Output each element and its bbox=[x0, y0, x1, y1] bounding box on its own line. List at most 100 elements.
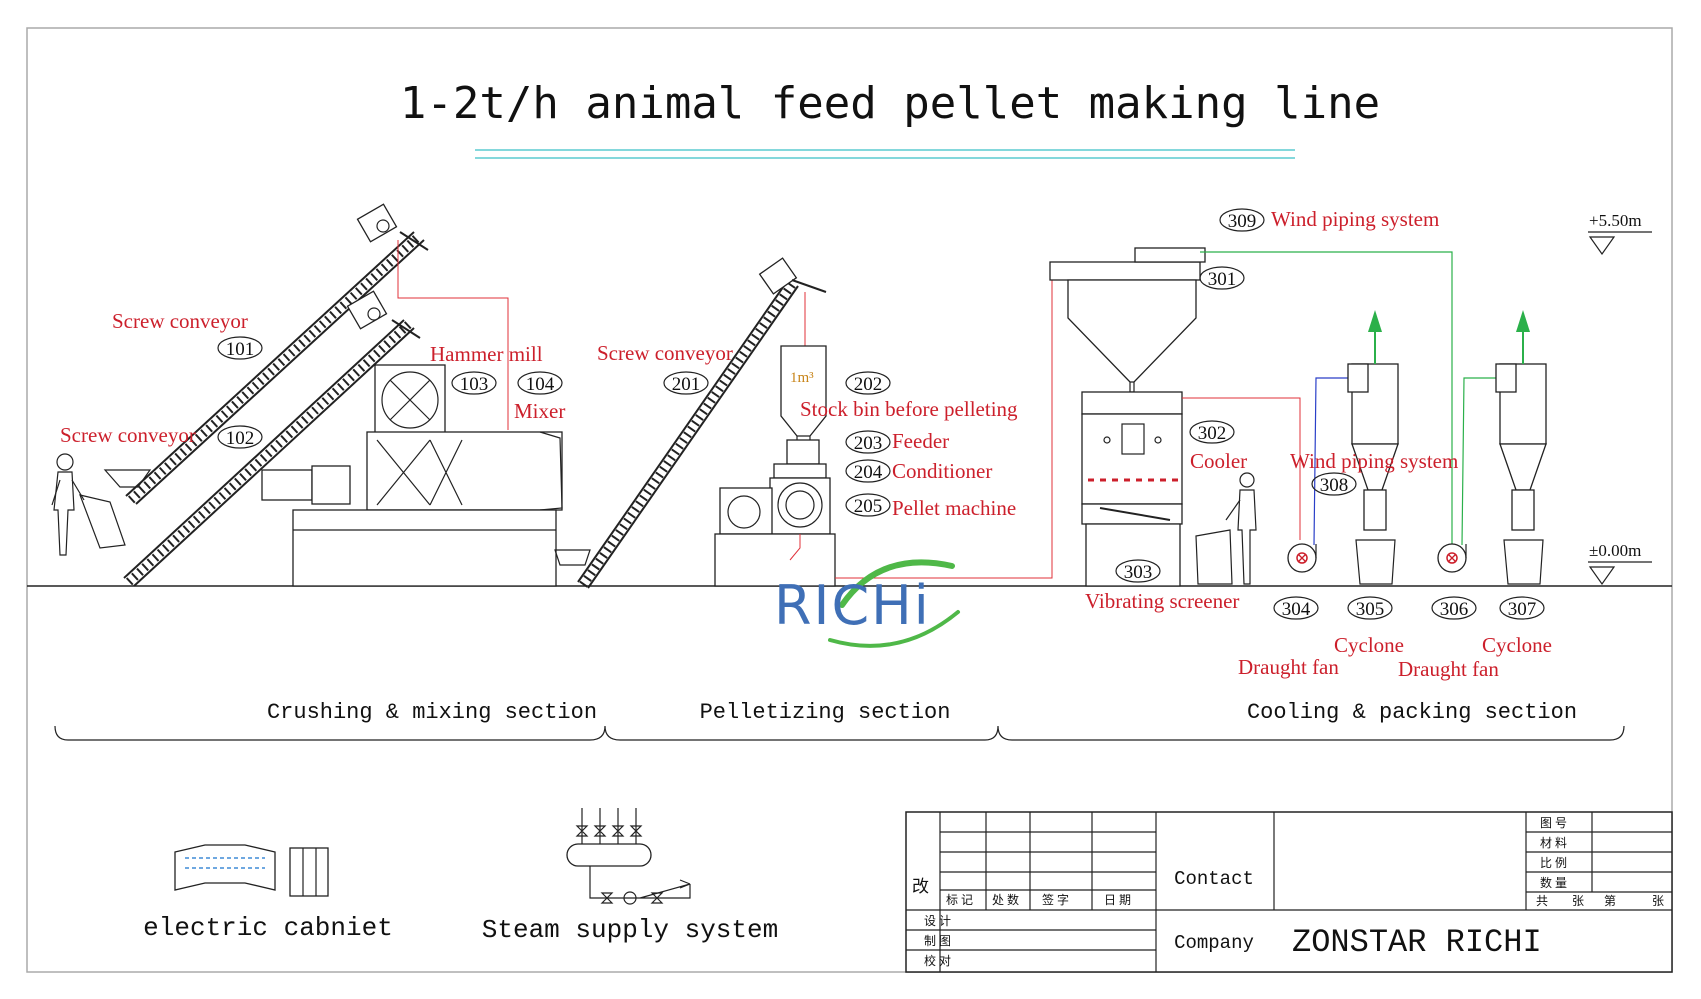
company-label: Company bbox=[1174, 932, 1254, 954]
svg-text:201: 201 bbox=[672, 374, 701, 395]
label-wind-piping-308: Wind piping system bbox=[1290, 449, 1458, 473]
bubble-103: 103 bbox=[451, 371, 497, 395]
screw-conveyor-102 bbox=[123, 290, 421, 587]
svg-text:306: 306 bbox=[1440, 599, 1469, 620]
worker-figure-right bbox=[1195, 472, 1257, 585]
svg-text:203: 203 bbox=[854, 433, 883, 454]
label-cyclone-305: Cyclone bbox=[1334, 633, 1404, 657]
conditioner-204 bbox=[773, 463, 827, 479]
legend-electric-cabinet: electric cabniet bbox=[143, 913, 393, 943]
bubble-205: 205 bbox=[845, 493, 891, 517]
bubble-303: 303 bbox=[1115, 559, 1161, 583]
label-pellet-machine: Pellet machine bbox=[892, 496, 1016, 520]
label-cyclone-307: Cyclone bbox=[1482, 633, 1552, 657]
left-row-1: 设 计 bbox=[924, 914, 951, 928]
label-hammer-mill: Hammer mill bbox=[430, 342, 543, 366]
vibrating-screener-303 bbox=[1081, 503, 1183, 587]
elevation-marker-ground: ±0.00m bbox=[1588, 541, 1652, 586]
row-header-1: 标 记 bbox=[946, 893, 973, 907]
svg-text:304: 304 bbox=[1282, 599, 1311, 620]
right-label-3: 比 例 bbox=[1540, 856, 1567, 870]
svg-text:204: 204 bbox=[854, 462, 883, 483]
row-header-4: 日 期 bbox=[1104, 893, 1131, 907]
label-stock-bin: Stock bin before pelleting bbox=[800, 397, 1018, 421]
exhaust-arrow-307 bbox=[1516, 310, 1530, 332]
company-value: ZONSTAR RICHI bbox=[1292, 924, 1542, 961]
pipe-101-to-mixer bbox=[397, 240, 509, 430]
svg-text:103: 103 bbox=[460, 374, 489, 395]
bubble-305: 305 bbox=[1347, 596, 1393, 620]
exhaust-arrow-305 bbox=[1368, 310, 1382, 332]
svg-text:307: 307 bbox=[1508, 599, 1537, 620]
bin-volume-label: 1m³ bbox=[790, 370, 814, 386]
svg-text:±0.00m: ±0.00m bbox=[1589, 541, 1641, 560]
bubble-202: 202 bbox=[845, 371, 891, 395]
label-mixer: Mixer bbox=[514, 399, 565, 423]
row-header-2: 处 数 bbox=[992, 892, 1019, 907]
svg-text:303: 303 bbox=[1124, 562, 1153, 583]
label-wind-piping-309: Wind piping system bbox=[1271, 207, 1439, 231]
feeder-203 bbox=[786, 439, 820, 465]
label-screw-conveyor-201: Screw conveyor bbox=[597, 341, 733, 365]
bubble-309: 309 bbox=[1219, 208, 1265, 232]
label-vibrating-screener: Vibrating screener bbox=[1085, 589, 1239, 613]
label-draught-fan-304: Draught fan bbox=[1238, 655, 1339, 679]
row-header-3: 签 字 bbox=[1042, 892, 1069, 907]
svg-text:302: 302 bbox=[1198, 423, 1227, 444]
stock-bin-202: 1m³ bbox=[780, 345, 827, 461]
svg-text:102: 102 bbox=[226, 428, 255, 449]
right-label-1: 图 号 bbox=[1540, 816, 1567, 830]
revise-label: 改 bbox=[912, 877, 929, 896]
elevation-marker-top: +5.50m bbox=[1588, 211, 1652, 256]
screw-conveyor-201 bbox=[554, 257, 827, 589]
label-screw-conveyor-102: Screw conveyor bbox=[60, 423, 196, 447]
draught-fan-304 bbox=[1287, 543, 1317, 573]
logo-text: RICHi bbox=[774, 574, 931, 637]
worker-figure-left bbox=[51, 453, 126, 556]
bubble-203: 203 bbox=[845, 430, 891, 454]
title-block: 改 标 记 处 数 签 字 日 期 设 计 制 图 校 对 Contact Co… bbox=[905, 811, 1673, 973]
svg-text:+5.50m: +5.50m bbox=[1589, 211, 1642, 230]
section-braces bbox=[54, 725, 1625, 741]
contact-label: Contact bbox=[1174, 868, 1254, 890]
electric-cabinet-icon bbox=[174, 844, 329, 897]
draught-fan-306 bbox=[1437, 543, 1467, 573]
bubble-204: 204 bbox=[845, 459, 891, 483]
pellet-machine-205 bbox=[714, 477, 836, 587]
drawing-border bbox=[26, 27, 1673, 973]
sheet-label-4: 张 bbox=[1652, 894, 1664, 908]
svg-text:202: 202 bbox=[854, 374, 883, 395]
label-conditioner: Conditioner bbox=[892, 459, 992, 483]
left-row-3: 校 对 bbox=[924, 953, 951, 968]
cyclone-307 bbox=[1495, 310, 1547, 585]
section-crushing: Crushing & mixing section bbox=[267, 700, 597, 725]
cooler-301 bbox=[1049, 247, 1206, 505]
right-label-2: 材 料 bbox=[1540, 836, 1567, 850]
bubble-101: 101 bbox=[217, 336, 263, 360]
feed-hopper bbox=[103, 469, 152, 488]
bubble-104: 104 bbox=[517, 371, 563, 395]
bubble-308: 308 bbox=[1311, 472, 1357, 496]
page-title: 1-2t/h animal feed pellet making line bbox=[400, 78, 1380, 129]
label-screw-conveyor-101: Screw conveyor bbox=[112, 309, 248, 333]
legend-steam-supply: Steam supply system bbox=[482, 915, 778, 945]
svg-text:101: 101 bbox=[226, 339, 255, 360]
svg-text:205: 205 bbox=[854, 496, 883, 517]
screw-conveyor-101 bbox=[125, 203, 429, 505]
section-cooling: Cooling & packing section bbox=[1247, 700, 1577, 725]
green-duct-to-cyclone-307 bbox=[1461, 377, 1500, 546]
steam-supply-icon bbox=[566, 808, 691, 905]
number-bubbles: 101 102 103 104 201 202 203 204 205 309 … bbox=[217, 208, 1545, 620]
bubble-201: 201 bbox=[663, 371, 709, 395]
svg-text:301: 301 bbox=[1208, 269, 1237, 290]
label-cooler: Cooler bbox=[1190, 449, 1247, 473]
svg-text:104: 104 bbox=[526, 374, 555, 395]
blue-pipe-308 bbox=[1182, 397, 1301, 540]
green-pipe-309 bbox=[1200, 251, 1453, 544]
bubble-307: 307 bbox=[1499, 596, 1545, 620]
cyclone-305 bbox=[1347, 310, 1399, 585]
bubble-302: 302 bbox=[1189, 420, 1235, 444]
bubble-306: 306 bbox=[1431, 596, 1477, 620]
sheet-label-3: 第 bbox=[1604, 894, 1616, 908]
